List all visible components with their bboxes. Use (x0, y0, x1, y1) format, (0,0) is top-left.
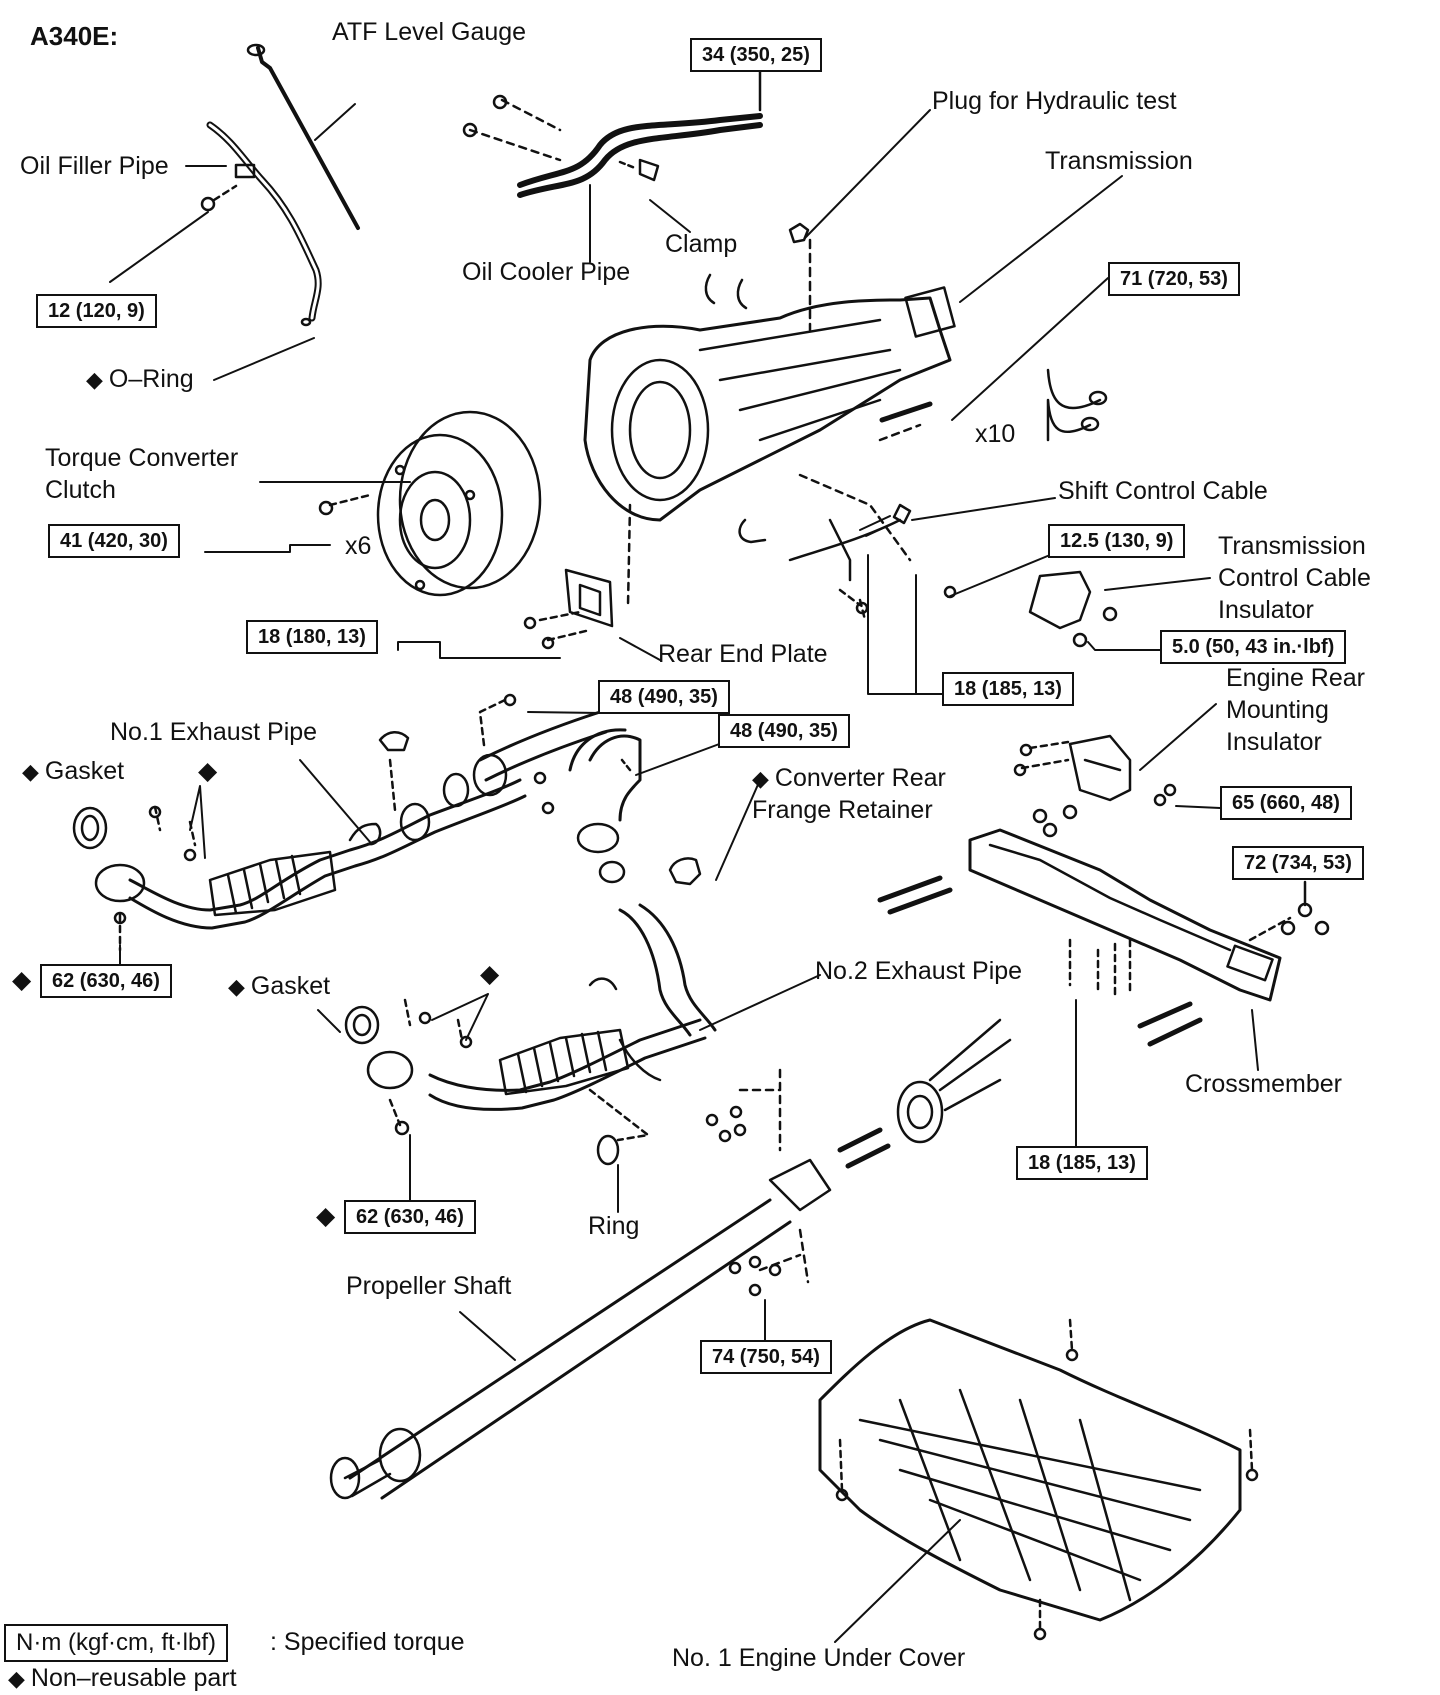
no1-exhaust-pipe-part (72, 731, 527, 952)
front-pipe-part (478, 693, 702, 886)
diamond-mark-3: ◆ (12, 966, 32, 994)
harness-part (1046, 368, 1108, 442)
label-converter-rear-2: Frange Retainer (752, 796, 933, 824)
torque-crossmember-bolts: 18 (185, 13) (1016, 1146, 1148, 1180)
label-transmission: Transmission (1045, 147, 1193, 175)
legend-non-reusable: ◆Non–reusable part (8, 1664, 237, 1692)
torque-cable-bracket: 18 (185, 13) (942, 672, 1074, 706)
label-gasket-left: ◆Gasket (22, 757, 125, 785)
label-tcc-insulator-3: Insulator (1218, 596, 1314, 624)
under-cover-part (818, 1318, 1259, 1641)
label-gasket-mid: ◆Gasket (228, 972, 331, 1000)
model-title: A340E: (30, 21, 119, 51)
label-o-ring: ◆O–Ring (86, 365, 194, 393)
leader-lines (109, 103, 1259, 1643)
label-engine-rear-2: Mounting (1226, 696, 1329, 724)
torque-transmission: 71 (720, 53) (1108, 262, 1240, 296)
label-rear-end-plate: Rear End Plate (658, 640, 828, 668)
label-no2-exhaust-pipe: No.2 Exhaust Pipe (815, 957, 1023, 985)
torque-cable-insulator: 5.0 (50, 43 in.·lbf) (1160, 630, 1347, 664)
oil-cooler-pipe-part (462, 64, 763, 198)
crossmember-part (877, 828, 1330, 1047)
label-plug-hydraulic-test: Plug for Hydraulic test (932, 87, 1177, 115)
label-engine-rear-3: Insulator (1226, 728, 1322, 756)
label-engine-rear-1: Engine Rear (1226, 664, 1365, 692)
no2-exhaust-pipe-part (344, 903, 717, 1166)
torque-no2-exhaust: 62 (630, 46) (344, 1200, 476, 1234)
label-oil-cooler-pipe: Oil Cooler Pipe (462, 258, 631, 286)
label-ring: Ring (588, 1212, 640, 1240)
legend-torque-unit: N·m (kgf·cm, ft·lbf) (4, 1624, 228, 1662)
label-oil-filler-pipe: Oil Filler Pipe (20, 152, 169, 180)
torque-rear-mount: 65 (660, 48) (1220, 786, 1352, 820)
label-x10: x10 (975, 420, 1016, 448)
torque-crossmember: 72 (734, 53) (1232, 846, 1364, 880)
label-torque-converter: Torque Converter (45, 444, 239, 472)
label-atf-level-gauge: ATF Level Gauge (332, 18, 527, 46)
label-under-cover: No. 1 Engine Under Cover (672, 1644, 966, 1672)
torque-oil-cooler: 34 (350, 25) (690, 38, 822, 72)
label-clamp: Clamp (665, 230, 738, 258)
torque-exhaust-front-b: 48 (490, 35) (718, 714, 850, 748)
torque-oil-filler: 12 (120, 9) (36, 294, 157, 328)
torque-rear-end-plate: 18 (180, 13) (246, 620, 378, 654)
engine-rear-mount-part (1013, 734, 1177, 838)
torque-no1-exhaust: 62 (630, 46) (40, 964, 172, 998)
diamond-mark-4: ◆ (316, 1202, 336, 1230)
diamond-mark-2: ◆ (480, 960, 500, 988)
torque-exhaust-front-a: 48 (490, 35) (598, 680, 730, 714)
diamond-mark-1: ◆ (198, 757, 218, 785)
label-no1-exhaust-pipe: No.1 Exhaust Pipe (110, 718, 318, 746)
label-clutch: Clutch (45, 476, 116, 504)
transmission-part (583, 222, 956, 522)
atf-level-gauge-part (246, 43, 360, 230)
torque-converter-part (318, 410, 542, 597)
legend-torque-desc: : Specified torque (270, 1628, 465, 1656)
label-crossmember: Crossmember (1185, 1070, 1342, 1098)
torque-shift-cable: 12.5 (130, 9) (1048, 524, 1186, 558)
oil-filler-pipe-part (200, 121, 322, 327)
torque-propeller-shaft: 74 (750, 54) (700, 1340, 832, 1374)
label-tcc-insulator-1: Transmission (1218, 532, 1366, 560)
label-propeller-shaft: Propeller Shaft (346, 1272, 512, 1300)
rear-end-plate-part (523, 503, 632, 650)
label-shift-control-cable: Shift Control Cable (1058, 477, 1268, 505)
label-tcc-insulator-2: Control Cable (1218, 564, 1371, 592)
label-converter-rear-1: ◆Converter Rear (752, 764, 946, 792)
cable-insulator-part (1028, 570, 1118, 648)
shift-control-cable-part (738, 473, 957, 622)
label-x6: x6 (345, 532, 372, 560)
propeller-shaft-part (329, 1018, 1012, 1500)
torque-converter-bolt: 41 (420, 30) (48, 524, 180, 558)
